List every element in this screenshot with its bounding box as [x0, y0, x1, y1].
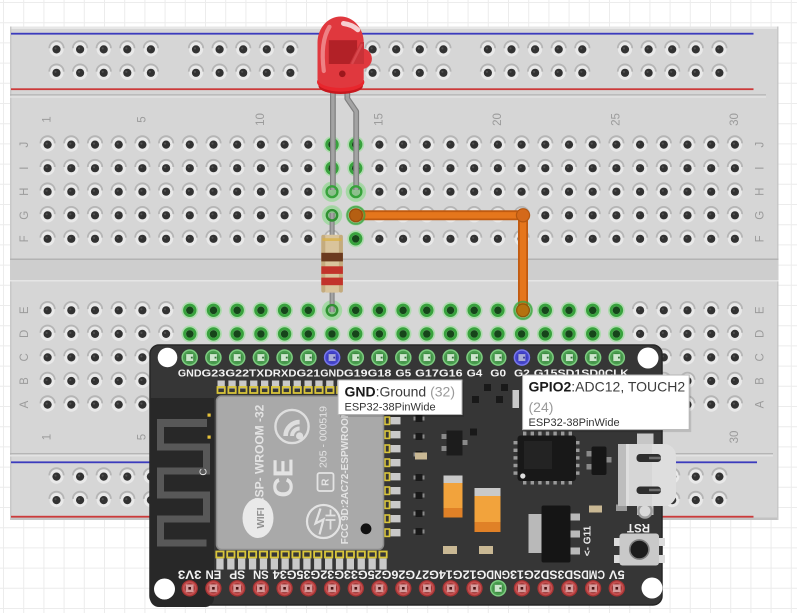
svg-text:D: D [19, 330, 31, 338]
svg-text:SD1: SD1 [558, 369, 582, 380]
svg-text:G34: G34 [272, 568, 296, 580]
svg-text:G22: G22 [225, 369, 249, 380]
svg-text:G12: G12 [463, 568, 487, 580]
svg-text:CMD: CMD [581, 568, 605, 580]
svg-text:15: 15 [373, 113, 385, 126]
svg-text:G16: G16 [439, 369, 463, 380]
svg-text:H: H [19, 188, 31, 196]
svg-text:G21: G21 [297, 369, 321, 380]
svg-text:G15: G15 [534, 369, 558, 380]
svg-text:D: D [755, 330, 767, 338]
svg-text:G32: G32 [320, 568, 344, 580]
svg-text:GND: GND [178, 369, 202, 380]
svg-text:G2: G2 [514, 369, 530, 380]
svg-text:G19: G19 [344, 369, 368, 380]
svg-text:J: J [755, 142, 767, 148]
svg-text:20: 20 [492, 113, 504, 126]
svg-text:G4: G4 [467, 369, 483, 380]
svg-text:G33: G33 [344, 568, 368, 580]
svg-text:5: 5 [136, 434, 148, 440]
svg-text:C: C [199, 468, 210, 475]
svg-text:WIFI: WIFI [256, 507, 267, 528]
svg-text:G25: G25 [367, 568, 391, 580]
svg-text:GND: GND [320, 369, 344, 380]
svg-text:G5: G5 [395, 369, 411, 380]
svg-text:5: 5 [136, 116, 148, 122]
svg-text:SN: SN [253, 568, 269, 580]
svg-text:FCC 9D:2AC72-ESPWROOM: FCC 9D:2AC72-ESPWROOM [340, 410, 351, 544]
svg-text:G0: G0 [490, 369, 506, 380]
svg-text:G14: G14 [438, 568, 462, 580]
svg-text:RXD: RXD [273, 369, 297, 380]
svg-text:25: 25 [610, 113, 622, 126]
svg-text:B: B [755, 377, 767, 385]
svg-text:SP: SP [229, 568, 245, 580]
svg-text:<- G11: <- G11 [583, 525, 594, 556]
svg-text:I: I [19, 167, 31, 170]
svg-text:G23: G23 [202, 369, 226, 380]
svg-text:RST: RST [627, 521, 650, 533]
svg-text:GND: GND [486, 568, 510, 580]
svg-text:B: B [19, 377, 31, 385]
svg-text:C: C [755, 353, 767, 361]
svg-text:3V3: 3V3 [178, 568, 202, 580]
svg-text:H: H [755, 188, 767, 196]
svg-text:J: J [19, 142, 31, 148]
svg-text:G13: G13 [510, 568, 534, 580]
svg-text:A: A [755, 400, 767, 408]
svg-text:G: G [19, 211, 31, 220]
svg-text:CE: CE [268, 459, 299, 498]
svg-text:1: 1 [42, 434, 54, 440]
svg-text:G: G [755, 211, 767, 220]
svg-text:G18: G18 [368, 369, 392, 380]
svg-text:GND:Ground (32): GND:Ground (32) [345, 384, 456, 400]
svg-text:10: 10 [255, 113, 267, 126]
svg-text:G35: G35 [296, 568, 320, 580]
svg-text:G17: G17 [415, 369, 439, 380]
svg-text:ESP- WROOM -32: ESP- WROOM -32 [253, 404, 267, 505]
svg-text:F: F [19, 235, 31, 242]
svg-text:TXD: TXD [249, 369, 273, 380]
svg-text:ESP32-38PinWide: ESP32-38PinWide [529, 417, 620, 429]
svg-text:30: 30 [729, 113, 741, 126]
svg-text:G27: G27 [415, 568, 439, 580]
svg-text:F: F [755, 235, 767, 242]
svg-text:E: E [755, 306, 767, 314]
svg-text:E: E [19, 306, 31, 314]
svg-text:1: 1 [42, 116, 54, 122]
svg-text:ESP32-38PinWide: ESP32-38PinWide [345, 402, 436, 414]
svg-text:C: C [19, 353, 31, 361]
svg-text:A: A [19, 400, 31, 408]
svg-text:205 - 000519: 205 - 000519 [318, 406, 330, 468]
svg-text:SD3: SD3 [558, 568, 582, 580]
svg-text:G26: G26 [391, 568, 415, 580]
svg-text:GPIO2:ADC12, TOUCH2: GPIO2:ADC12, TOUCH2 [529, 379, 686, 395]
svg-text:(24): (24) [529, 399, 554, 415]
svg-text:EN: EN [206, 568, 222, 580]
svg-text:5V: 5V [609, 568, 625, 580]
svg-text:R: R [320, 478, 331, 486]
svg-text:I: I [755, 167, 767, 170]
svg-text:30: 30 [729, 431, 741, 444]
svg-text:SD0: SD0 [581, 369, 605, 380]
svg-text:SD2: SD2 [534, 568, 558, 580]
svg-text:CLK: CLK [605, 369, 630, 380]
